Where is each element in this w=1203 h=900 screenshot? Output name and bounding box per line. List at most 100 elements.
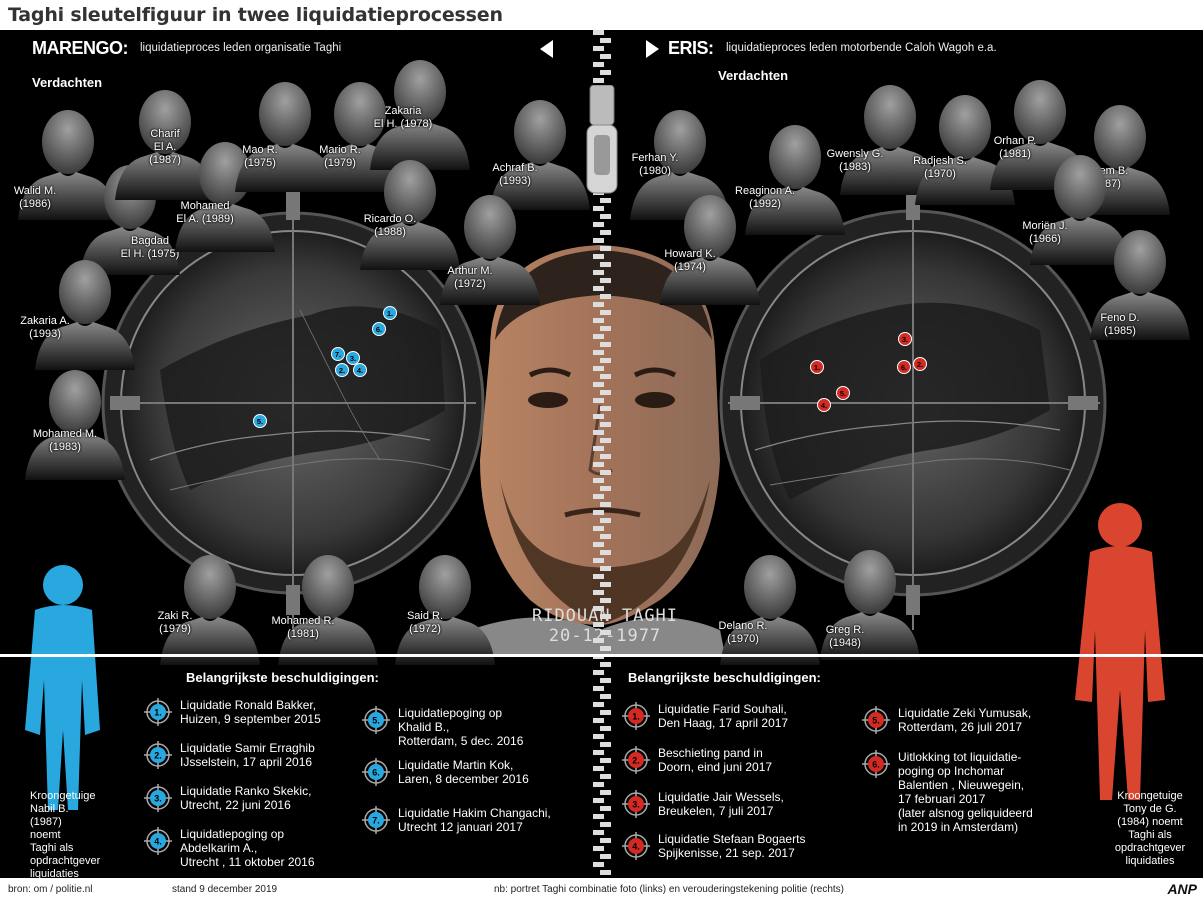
page-title: Taghi sleutelfiguur in twee liquidatiepr… [8, 4, 503, 26]
suspect-label-right-2: Gwensly G. (1983) [826, 148, 884, 173]
map-marker-blue-2: 7. [331, 347, 345, 361]
suspect-label-left-8: Ricardo O. (1988) [363, 213, 417, 238]
suspect-silhouette-right-8 [1090, 220, 1190, 340]
suspect-label-left-4: Mao R. (1975) [242, 144, 278, 169]
svg-text:4.: 4. [632, 842, 640, 852]
suspect-label-right-6: Moriën J. (1966) [1022, 220, 1068, 245]
arrow-right-icon [646, 40, 659, 58]
suspect-label-left-0: Walid M. (1986) [13, 185, 57, 210]
suspect-silhouette-left-13 [278, 545, 378, 665]
map-marker-red-5: 4. [817, 398, 831, 412]
map-marker-red-4: 5. [836, 386, 850, 400]
suspect-label-right-1: Reaginon A. (1992) [735, 185, 795, 210]
target-badge-icon: 2. [144, 741, 172, 769]
map-marker-red-0: 3. [898, 332, 912, 346]
target-badge-icon: 7. [362, 806, 390, 834]
suspect-label-left-14: Said R. (1972) [406, 610, 444, 635]
map-marker-blue-4: 2. [335, 363, 349, 377]
map-marker-red-2: 6. [897, 360, 911, 374]
svg-text:6.: 6. [872, 760, 880, 770]
zipper-pull-icon [586, 85, 618, 194]
left-suspects-label: Verdachten [32, 75, 103, 90]
target-badge-icon: 6. [362, 758, 390, 786]
svg-text:7.: 7. [372, 816, 380, 826]
accusation-left-6: 7. Liquidatie Hakim Changachi,Utrecht 12… [362, 806, 551, 834]
suspect-label-right-8: Feno D. (1985) [1100, 312, 1140, 337]
svg-text:2.: 2. [632, 756, 640, 766]
suspect-label-right-7: Howard K. (1974) [664, 248, 716, 273]
accusation-left-2: 3. Liquidatie Ranko Skekic,Utrecht, 22 j… [144, 784, 311, 812]
suspect-silhouette-right-6 [1030, 145, 1130, 265]
target-badge-icon: 1. [144, 698, 172, 726]
accusation-left-5: 6. Liquidatie Martin Kok,Laren, 8 decemb… [362, 758, 529, 786]
target-badge-icon: 3. [622, 790, 650, 818]
accusation-right-5: 6. Uitlokking tot liquidatie-poging op I… [862, 750, 1033, 834]
footer-date: stand 9 december 2019 [172, 884, 278, 895]
suspect-label-left-2: Charif El A. (1987) [149, 128, 181, 166]
svg-text:4.: 4. [154, 837, 162, 847]
portrait-name: RIDOUAN TAGHI [531, 606, 679, 626]
map-marker-blue-1: 6. [372, 322, 386, 336]
suspect-silhouette-right-7 [660, 185, 760, 305]
suspect-label-right-9: Delano R. (1970) [718, 620, 768, 645]
suspect-label-left-3: Mohamed El A. (1989) [176, 200, 234, 225]
suspect-label-left-5: Mario R. (1979) [319, 144, 361, 169]
portrait-caption: RIDOUAN TAGHI 20-12-1977 [500, 606, 710, 646]
infographic-panel: MARENGO: liquidatieproces leden organisa… [0, 30, 1203, 878]
footer-source: bron: om / politie.nl [8, 884, 93, 895]
suspect-silhouette-left-12 [160, 545, 260, 665]
target-badge-icon: 5. [362, 706, 390, 734]
marengo-subtitle: liquidatieproces leden organisatie Taghi [140, 42, 342, 54]
suspect-silhouette-left-9 [440, 185, 540, 305]
suspect-label-left-13: Mohamed R. (1981) [271, 615, 335, 640]
zipper-divider [593, 30, 611, 875]
suspect-label-left-12: Zaki R. (1979) [157, 610, 193, 635]
suspect-silhouette-left-2 [115, 80, 215, 200]
suspect-silhouette-left-7 [490, 90, 590, 210]
accusation-right-2: 3. Liquidatie Jair Wessels,Breukelen, 7 … [622, 790, 784, 818]
right-suspects-label: Verdachten [718, 68, 789, 83]
arrow-left-icon [540, 40, 553, 58]
portrait-dob: 20-12-1977 [548, 626, 662, 646]
suspect-silhouette-left-0 [18, 100, 118, 220]
target-badge-icon: 5. [862, 706, 890, 734]
suspect-label-left-6: Zakaria El H. (1978) [373, 105, 433, 130]
target-badge-icon: 4. [622, 832, 650, 860]
suspect-label-left-9: Arthur M. (1972) [447, 265, 493, 290]
suspect-label-right-0: Ferhan Y. (1980) [631, 152, 679, 177]
marengo-label: MARENGO: [32, 38, 129, 58]
suspect-label-left-10: Zakaria A. (1993) [20, 315, 70, 340]
svg-text:3.: 3. [154, 794, 162, 804]
accusation-right-4: 5. Liquidatie Zeki Yumusak,Rotterdam, 26… [862, 706, 1031, 734]
suspect-label-right-3: Radjesh S. (1970) [913, 155, 967, 180]
witness-right-figure [1075, 503, 1165, 800]
svg-text:6.: 6. [372, 768, 380, 778]
suspect-silhouette-left-11 [25, 360, 125, 480]
map-marker-blue-0: 1. [383, 306, 397, 320]
witness-left-figure [25, 565, 100, 810]
scope-graphic [25, 180, 1165, 810]
target-badge-icon: 3. [144, 784, 172, 812]
suspect-silhouette-left-14 [395, 545, 495, 665]
suspect-silhouette-right-3 [915, 85, 1015, 205]
right-accusations-title: Belangrijkste beschuldigingen: [628, 670, 821, 685]
suspect-silhouette-left-8 [360, 150, 460, 270]
accusation-right-0: 1. Liquidatie Farid Souhali,Den Haag, 17… [622, 702, 788, 730]
section-divider [0, 654, 1203, 657]
suspect-label-right-4: Orhan P. (1981) [993, 135, 1037, 160]
suspect-silhouette-left-6 [370, 50, 470, 170]
left-accusations-title: Belangrijkste beschuldigingen: [186, 670, 379, 685]
target-badge-icon: 4. [144, 827, 172, 855]
footer-note: nb: portret Taghi combinatie foto (links… [494, 884, 844, 895]
target-badge-icon: 6. [862, 750, 890, 778]
svg-text:1.: 1. [154, 708, 162, 718]
map-marker-blue-3: 3. [346, 351, 360, 365]
map-marker-blue-5: 4. [353, 363, 367, 377]
